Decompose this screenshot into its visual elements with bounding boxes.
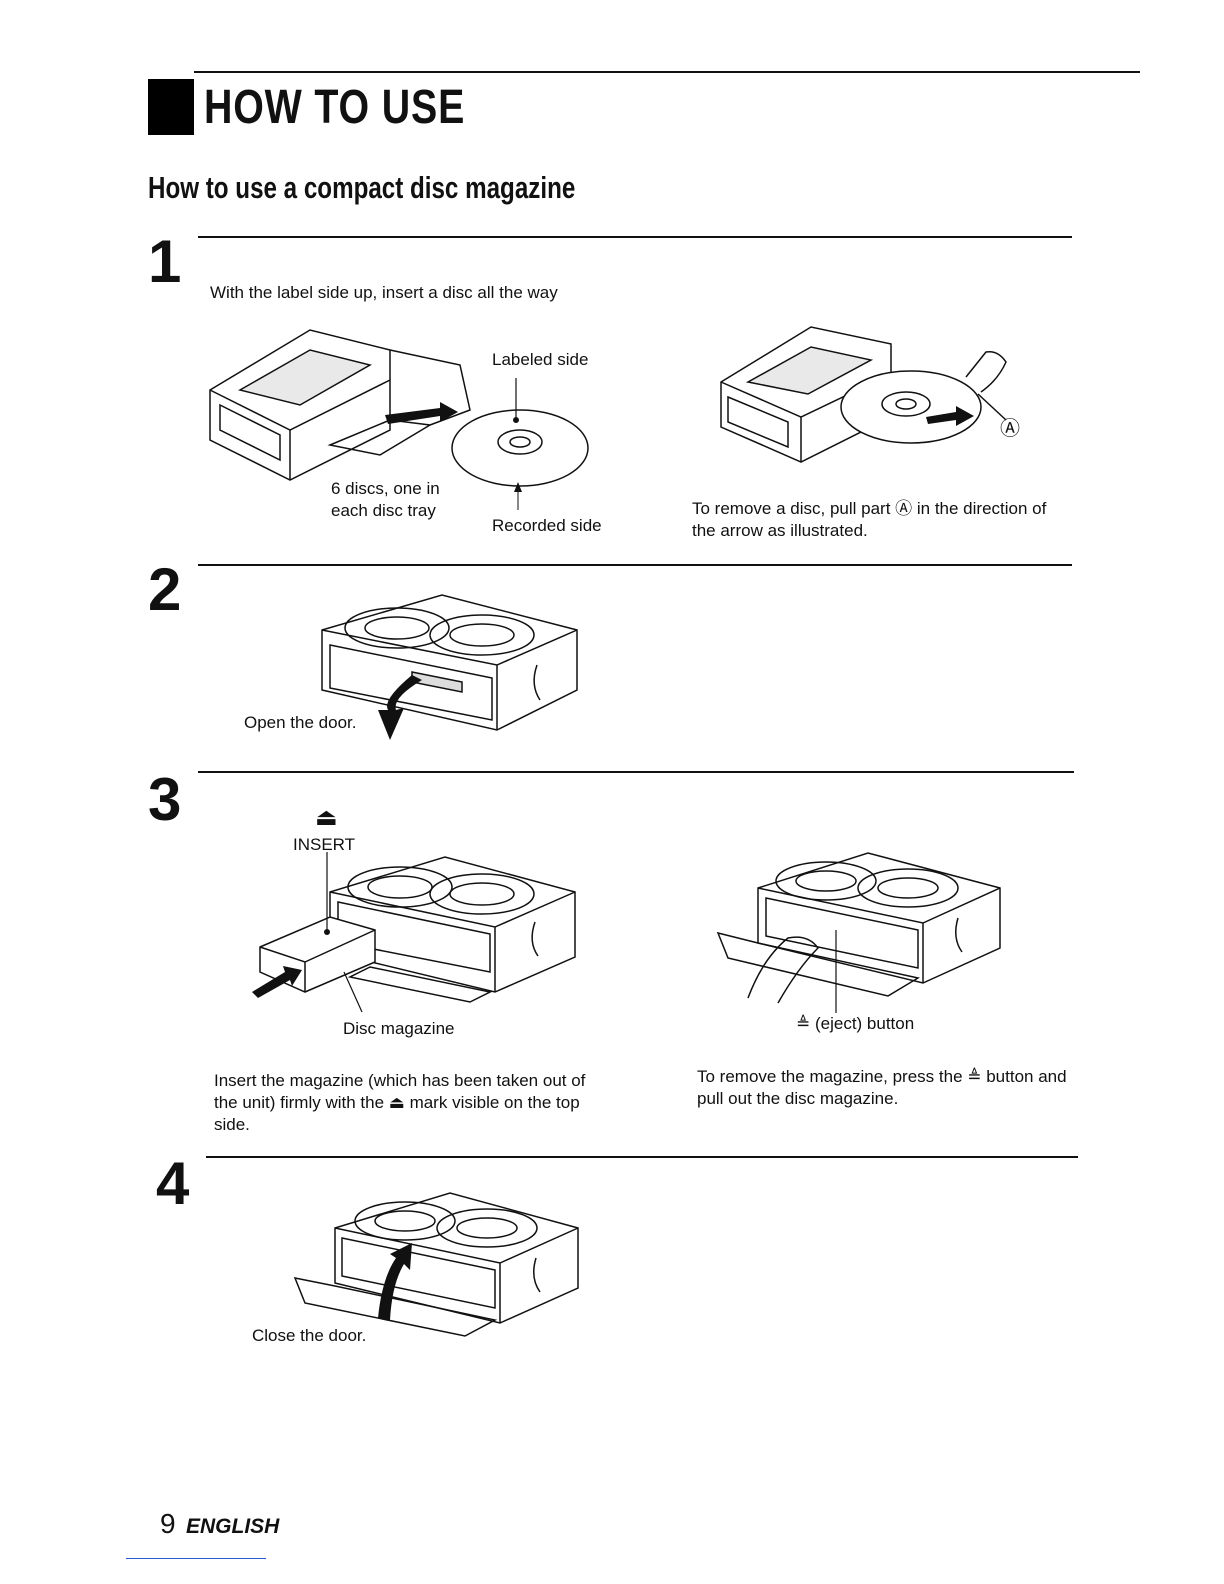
step-1-instruction: With the label side up, insert a disc al… (210, 283, 558, 302)
disc-magazine-label: Disc magazine (343, 1019, 455, 1038)
step-3-number: 3 (148, 766, 182, 833)
labeled-side-label: Labeled side (492, 350, 589, 369)
step-4-number: 4 (156, 1150, 190, 1217)
header-rule (194, 71, 1140, 73)
recorded-side-label: Recorded side (492, 516, 602, 535)
open-door-caption: Open the door. (244, 713, 357, 732)
step-2-number: 2 (148, 556, 182, 623)
eject-button-label: ≜ (eject) button (796, 1014, 915, 1033)
header-marker-block (148, 79, 194, 135)
open-door-illustration (312, 590, 582, 740)
close-door-illustration (290, 1188, 590, 1338)
remove-disc-illustration (716, 322, 1036, 472)
page-number: 9 (160, 1508, 176, 1539)
six-discs-label: 6 discs, one in each disc tray (331, 479, 440, 520)
step-1-number: 1 (148, 228, 182, 295)
footer-rule (126, 1558, 266, 1559)
section-title: How to use a compact disc magazine (148, 170, 576, 205)
step-3-remove-note: To remove the magazine, press the ≜ butt… (697, 1067, 1067, 1108)
step-2-rule (198, 564, 1072, 566)
magazine-insert-disc-illustration (200, 320, 620, 500)
eject-magazine-illustration (718, 848, 1008, 1008)
page-title: HOW TO USE (204, 81, 466, 134)
step-1-remove-note: To remove a disc, pull part Ⓐ in the dir… (692, 499, 1047, 540)
step-1-rule (198, 236, 1072, 238)
language-label: ENGLISH (186, 1515, 280, 1538)
insert-magazine-illustration (252, 852, 590, 1012)
part-a-marker: Ⓐ (1000, 418, 1020, 440)
step-3-insert-note: Insert the magazine (which has been take… (214, 1071, 586, 1134)
step-4-rule (206, 1156, 1078, 1158)
step-3-rule (198, 771, 1074, 773)
close-door-caption: Close the door. (252, 1326, 367, 1345)
insert-label: INSERT (293, 835, 356, 854)
insert-triangle-icon: ⏏ (315, 804, 338, 831)
